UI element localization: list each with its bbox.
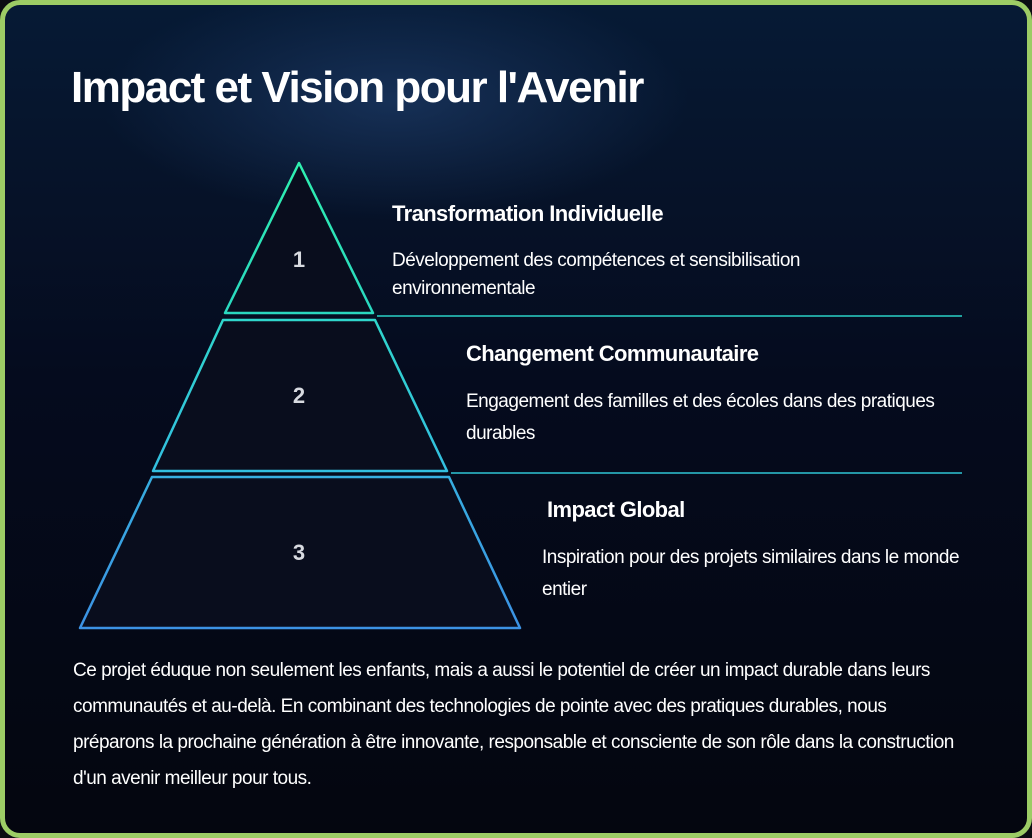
impact-pyramid: 1 2 3 xyxy=(78,161,962,630)
level-3-description: Inspiration pour des projets similaires … xyxy=(542,547,960,600)
level-1-description: Développement des compétences et sensibi… xyxy=(392,250,800,299)
level-2-description: Engagement des familles et des écoles da… xyxy=(466,391,935,444)
level-number-1: 1 xyxy=(293,247,305,272)
level-3-title: Impact Global xyxy=(547,497,685,522)
level-number-2: 2 xyxy=(293,383,305,408)
level-2-title: Changement Communautaire xyxy=(466,341,759,366)
page-title: Impact et Vision pour l'Avenir xyxy=(71,63,644,112)
summary-paragraph: Ce projet éduque non seulement les enfan… xyxy=(73,660,954,789)
pyramid-level-1 xyxy=(223,161,375,315)
level-1-title: Transformation Individuelle xyxy=(392,201,664,226)
pyramid-level-2 xyxy=(151,318,449,473)
level-number-3: 3 xyxy=(293,540,305,565)
pyramid-level-3 xyxy=(78,475,522,630)
